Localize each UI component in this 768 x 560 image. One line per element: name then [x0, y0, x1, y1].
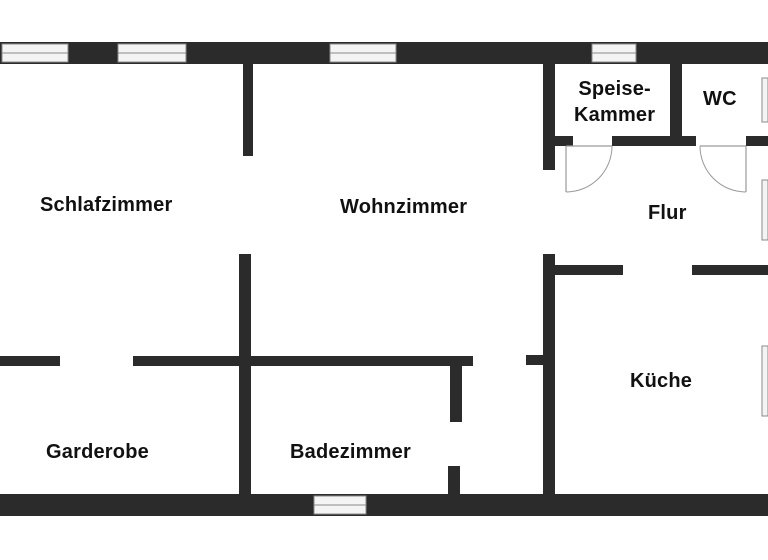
- room-label-wc: WC: [703, 88, 737, 110]
- room-label-speisekammer: Speise- Kammer: [574, 76, 655, 128]
- wall-speise-bottom-right: [612, 136, 696, 146]
- wall-kueche-left: [543, 254, 555, 494]
- room-label-wohnzimmer: Wohnzimmer: [340, 196, 468, 218]
- wall-garderobe-left: [0, 356, 60, 366]
- room-label-garderobe: Garderobe: [46, 441, 149, 463]
- wall-speise-left: [543, 64, 555, 170]
- wall-speise-bottom: [543, 136, 573, 146]
- window-top-2: [117, 43, 187, 63]
- window-right-2: [761, 179, 768, 241]
- wall-bottom: [0, 494, 768, 516]
- wall-wc-bottom-right: [746, 136, 768, 146]
- window-top-4: [591, 43, 637, 63]
- window-bottom: [313, 495, 367, 515]
- door-wc: [699, 145, 747, 193]
- wall-schlaf-wohn-upper: [243, 64, 253, 156]
- wall-kueche-top-left: [555, 265, 623, 275]
- wall-bad-right-lower: [448, 466, 460, 494]
- window-right-1: [761, 77, 768, 123]
- wall-bad-top: [251, 356, 473, 366]
- room-label-speisekammer-line2: Kammer: [574, 104, 656, 126]
- room-label-speisekammer-line1: Speise-: [578, 78, 651, 100]
- window-top-1: [1, 43, 69, 63]
- room-label-flur: Flur: [648, 202, 687, 224]
- wall-kueche-top-right: [692, 265, 768, 275]
- window-right-3: [761, 345, 768, 417]
- wall-garderobe-right: [133, 356, 241, 366]
- wall-bad-right-upper: [450, 366, 462, 422]
- door-speisekammer: [565, 145, 613, 193]
- wall-speise-wc: [670, 64, 682, 146]
- room-label-kueche: Küche: [630, 370, 693, 392]
- wall-schlaf-wohn-lower: [239, 254, 251, 494]
- room-label-schlafzimmer: Schlafzimmer: [40, 194, 173, 216]
- wall-kueche-stub: [526, 355, 543, 365]
- room-label-badezimmer: Badezimmer: [290, 441, 411, 463]
- window-top-3: [329, 43, 397, 63]
